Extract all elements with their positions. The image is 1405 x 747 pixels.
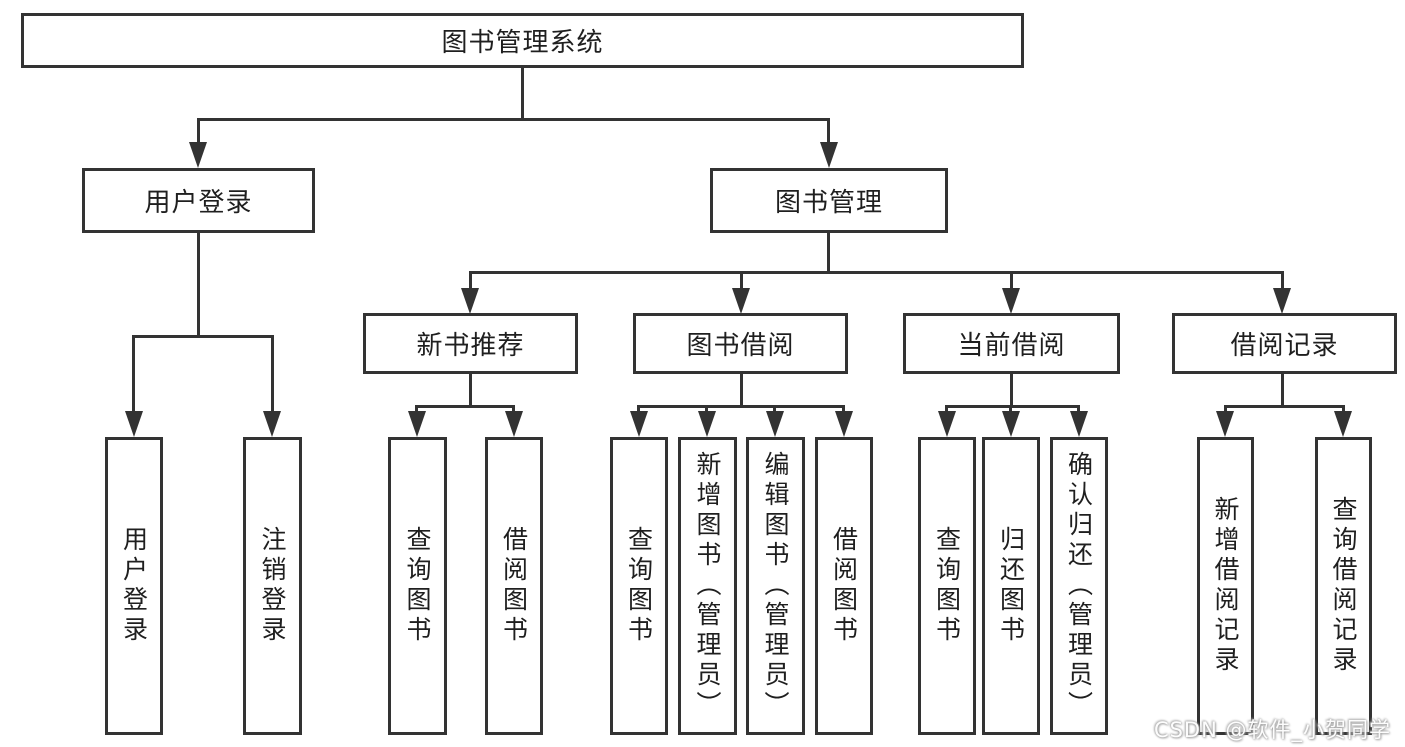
connector-line (1281, 374, 1284, 407)
arrow-down-icon (505, 411, 523, 437)
arrow-down-icon (835, 411, 853, 437)
connector-line (469, 374, 472, 407)
node-borrowing-records: 借阅记录 (1172, 313, 1397, 374)
leaf-user-login: 用户登录 (105, 437, 163, 735)
node-user-login: 用户登录 (82, 168, 315, 233)
arrow-down-icon (189, 142, 207, 168)
connector-line (512, 405, 515, 413)
arrow-down-icon (125, 411, 143, 437)
node-label: 用户登录 (119, 526, 149, 646)
node-label: 新书推荐 (416, 331, 525, 361)
node-label: 编辑图书（管理员） (761, 451, 790, 721)
connector-line (1077, 405, 1080, 413)
node-new-book-recommend: 新书推荐 (363, 313, 578, 374)
connector-line (705, 405, 708, 413)
arrow-down-icon (938, 411, 956, 437)
leaf-borrow-books-borrowing: 借阅图书 (815, 437, 873, 735)
connector-line (415, 405, 515, 408)
arrow-down-icon (1002, 288, 1020, 314)
node-label: 查询图书 (403, 526, 432, 646)
arrow-down-icon (1002, 411, 1020, 437)
node-current-borrowing: 当前借阅 (903, 313, 1120, 374)
arrow-down-icon (1216, 411, 1234, 437)
arrow-down-icon (408, 411, 426, 437)
connector-line (637, 405, 640, 413)
leaf-logout: 注销登录 (243, 437, 302, 735)
connector-line (415, 405, 418, 413)
connector-line (945, 405, 1080, 408)
connector-line (1224, 405, 1345, 408)
node-label: 图书管理 (774, 188, 883, 218)
connector-line (637, 405, 845, 408)
leaf-confirm-return-admin: 确认归还（管理员） (1050, 437, 1108, 735)
connector-line (740, 374, 743, 407)
arrow-down-icon (732, 288, 750, 314)
node-label: 借阅图书 (829, 526, 859, 646)
connector-line (469, 271, 472, 288)
connector-line (469, 271, 1284, 274)
node-label: 查询图书 (624, 526, 654, 646)
leaf-edit-book-admin: 编辑图书（管理员） (746, 437, 805, 735)
node-book-borrowing: 图书借阅 (633, 313, 848, 374)
connector-line (197, 118, 200, 142)
connector-line (945, 405, 948, 413)
connector-line (521, 68, 524, 118)
connector-line (773, 405, 776, 413)
arrow-down-icon (461, 288, 479, 314)
leaf-query-borrow-record: 查询借阅记录 (1315, 437, 1372, 735)
node-label: 借阅记录 (1230, 331, 1339, 361)
node-label: 借阅图书 (499, 526, 529, 646)
node-label: 归还图书 (996, 526, 1026, 646)
node-book-management: 图书管理 (710, 168, 948, 233)
connector-line (132, 335, 273, 338)
node-label: 图书管理系统 (441, 28, 604, 58)
connector-line (1009, 405, 1012, 413)
leaf-query-books-borrowing: 查询图书 (610, 437, 668, 735)
arrow-down-icon (630, 411, 648, 437)
arrow-down-icon (698, 411, 716, 437)
connector-line (1224, 405, 1227, 413)
leaf-return-book: 归还图书 (982, 437, 1040, 735)
connector-line (842, 405, 845, 413)
leaf-add-borrow-record: 新增借阅记录 (1197, 437, 1254, 735)
connector-line (1281, 271, 1284, 288)
watermark: CSDN @软件_小贺同学 (1153, 718, 1391, 742)
arrow-down-icon (820, 142, 838, 168)
leaf-add-book-admin: 新增图书（管理员） (678, 437, 737, 735)
arrow-down-icon (1273, 288, 1291, 314)
node-label: 查询图书 (932, 526, 962, 646)
leaf-query-books-recommend: 查询图书 (388, 437, 447, 735)
arrow-down-icon (1070, 411, 1088, 437)
connector-line (740, 271, 743, 288)
node-label: 新增图书（管理员） (693, 451, 722, 721)
arrow-down-icon (766, 411, 784, 437)
node-label: 用户登录 (144, 188, 253, 218)
leaf-query-books-current: 查询图书 (918, 437, 976, 735)
connector-line (271, 335, 274, 411)
node-system-root: 图书管理系统 (21, 13, 1024, 68)
node-label: 注销登录 (258, 526, 287, 646)
arrow-down-icon (1334, 411, 1352, 437)
connector-line (197, 118, 830, 121)
connector-line (1342, 405, 1345, 413)
connector-line (1010, 374, 1013, 407)
node-label: 当前借阅 (957, 331, 1066, 361)
node-label: 确认归还（管理员） (1064, 451, 1094, 721)
node-label: 图书借阅 (686, 331, 795, 361)
connector-line (827, 118, 830, 142)
node-label: 查询借阅记录 (1329, 496, 1358, 676)
connector-line (132, 335, 135, 411)
connector-line (197, 233, 200, 338)
node-label: 新增借阅记录 (1211, 496, 1240, 676)
arrow-down-icon (263, 411, 281, 437)
connector-line (827, 233, 830, 274)
leaf-borrow-books-recommend: 借阅图书 (485, 437, 543, 735)
connector-line (1010, 271, 1013, 288)
